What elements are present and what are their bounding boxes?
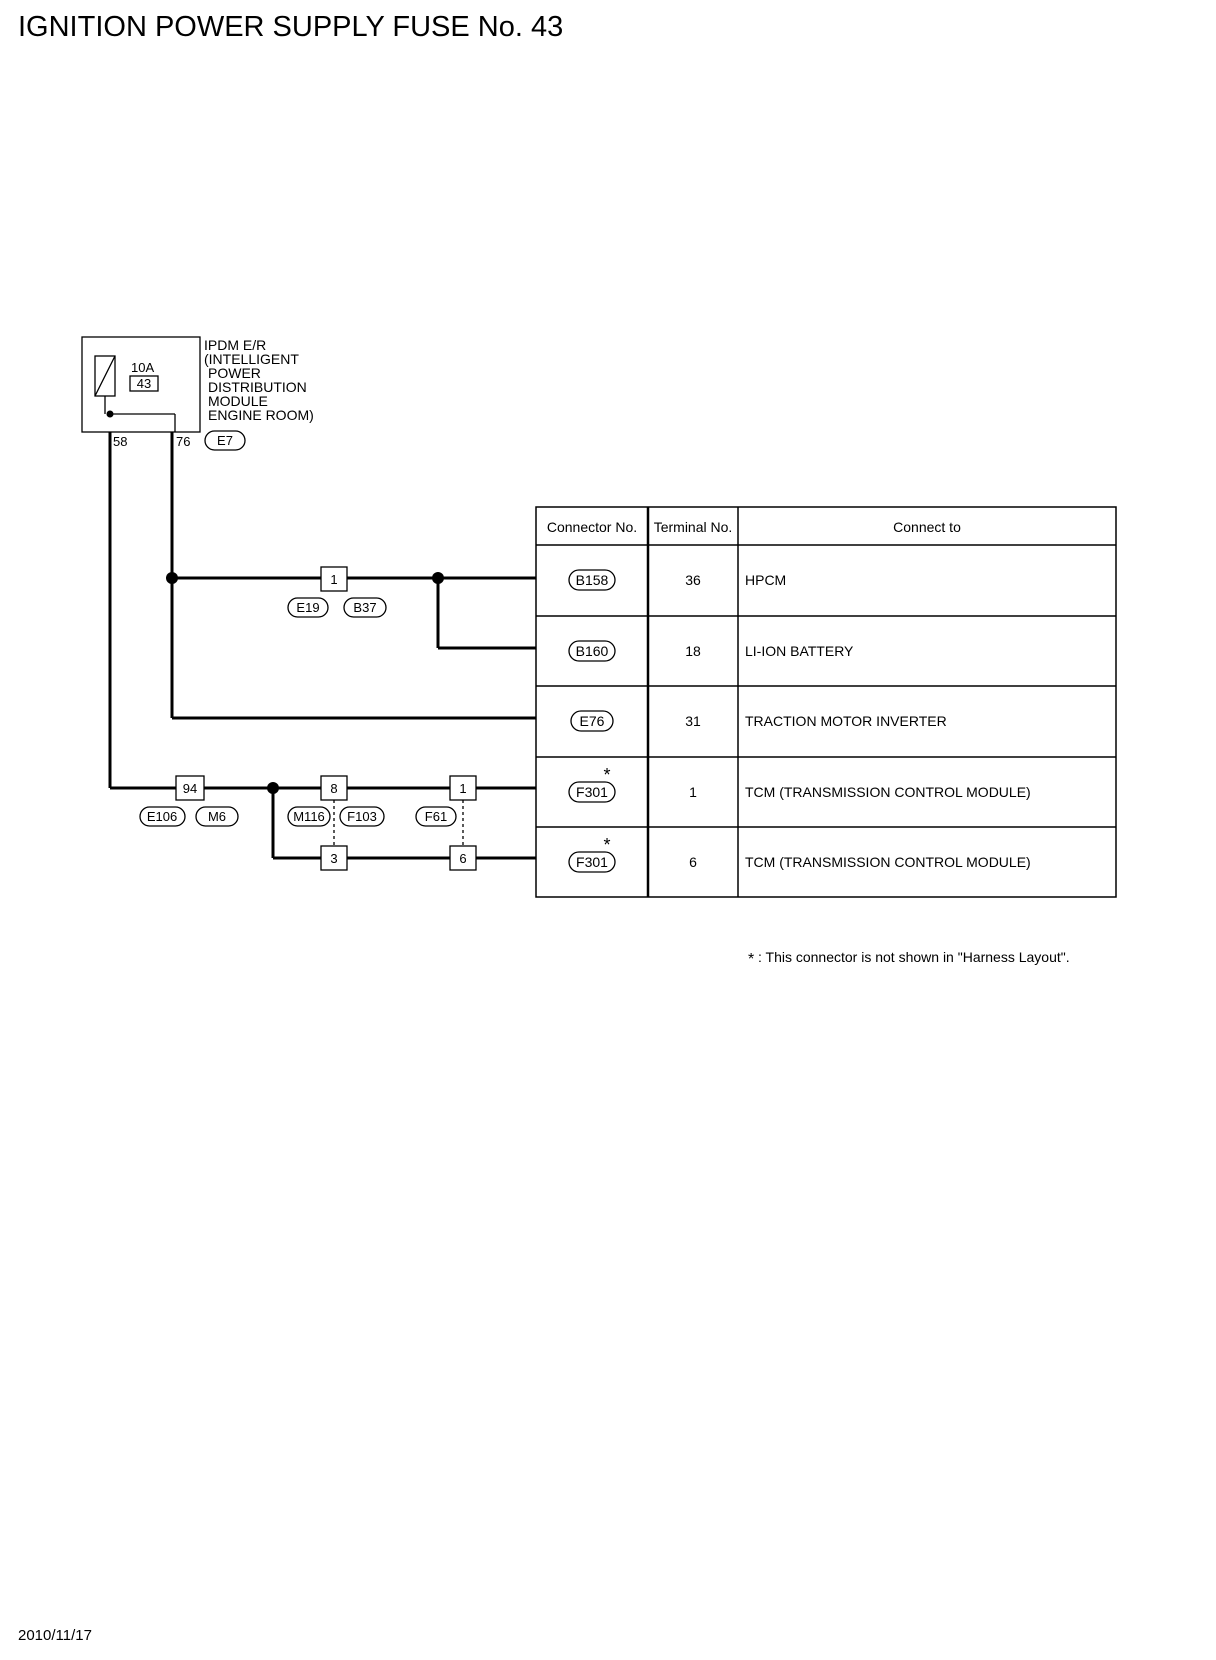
- wires-terminal-58: [108, 432, 536, 860]
- module-label-line-5: MODULE: [208, 393, 268, 409]
- table-row: * F301 1 TCM (TRANSMISSION CONTROL MODUL…: [568, 765, 1031, 803]
- row-connect-to: TCM (TRANSMISSION CONTROL MODULE): [745, 784, 1031, 800]
- connector-m6: [195, 806, 239, 827]
- row-connect-to: TRACTION MOTOR INVERTER: [745, 713, 947, 729]
- row-connector: F301: [576, 854, 608, 870]
- row-terminal: 1: [689, 784, 697, 800]
- connector-e106: [139, 806, 186, 827]
- module-label-line-6: ENGINE ROOM): [208, 407, 314, 423]
- junction-e106-pin: 94: [183, 781, 197, 796]
- row-connector: E76: [580, 713, 605, 729]
- table-row: E76 31 TRACTION MOTOR INVERTER: [570, 710, 947, 732]
- connector-b37: [343, 597, 387, 618]
- row-connector-pill: [568, 781, 616, 803]
- connector-e7-label: E7: [217, 433, 233, 448]
- connector-m6-label: M6: [208, 809, 226, 824]
- ipdm-module-box: [81, 336, 201, 433]
- row-connector: B158: [576, 572, 609, 588]
- junction-f61-pin-bottom: 6: [459, 851, 466, 866]
- row-connector-pill: [568, 569, 616, 591]
- connector-b37-label: B37: [353, 600, 376, 615]
- connector-e19: [287, 597, 329, 618]
- connector-e106-label: E106: [147, 809, 177, 824]
- row-connector-pill: [568, 851, 616, 873]
- row-star: *: [603, 835, 610, 855]
- junction-e19-pin: 1: [330, 572, 337, 587]
- junction-m116-pin-bottom: 3: [330, 851, 337, 866]
- fuse-rating: 10A: [131, 360, 154, 375]
- terminal-76: 76: [176, 434, 190, 449]
- splice-dot: [166, 572, 178, 584]
- connector-m116-label: M116: [293, 809, 325, 824]
- junction-m116-f103: 8 3 M116 F103: [287, 775, 385, 871]
- junction-f61: 1 6 F61: [415, 775, 477, 871]
- connector-m116: [287, 806, 331, 827]
- connector-f61: [415, 806, 457, 827]
- page-title: IGNITION POWER SUPPLY FUSE No. 43: [18, 11, 563, 43]
- row-connect-to: TCM (TRANSMISSION CONTROL MODULE): [745, 854, 1031, 870]
- table-header-terminal: Terminal No.: [654, 519, 733, 535]
- ipdm-module: 10A 43 IPDM E/R (INTELLIGENT POWER DISTR…: [81, 336, 314, 451]
- splice-dot: [106, 410, 114, 418]
- connector-f103-label: F103: [347, 809, 377, 824]
- row-connector-pill: [568, 640, 616, 662]
- row-connect-to: LI-ION BATTERY: [745, 643, 854, 659]
- footnote-text: : This connector is not shown in "Harnes…: [758, 949, 1070, 965]
- row-terminal: 18: [685, 643, 701, 659]
- connector-e7: [204, 430, 246, 451]
- fuse-number: 43: [137, 376, 151, 391]
- row-connector: F301: [576, 784, 608, 800]
- row-terminal: 6: [689, 854, 697, 870]
- row-terminal: 31: [685, 713, 701, 729]
- splice-dot: [267, 782, 279, 794]
- module-label-line-4: DISTRIBUTION: [208, 379, 307, 395]
- connector-e19-label: E19: [296, 600, 319, 615]
- module-label-line-2: (INTELLIGENT: [204, 351, 299, 367]
- row-connect-to: HPCM: [745, 572, 786, 588]
- connector-f61-label: F61: [425, 809, 447, 824]
- table-header-connector: Connector No.: [547, 519, 637, 535]
- connection-table: Connector No. Terminal No. Connect to B1…: [535, 506, 1117, 898]
- row-star: *: [603, 765, 610, 785]
- table-row: B158 36 HPCM: [568, 569, 786, 591]
- table-header-connect-to: Connect to: [893, 519, 961, 535]
- footnote-symbol: *: [748, 951, 754, 968]
- junction-e106-m6: 94 E106 M6: [139, 775, 239, 827]
- junction-f61-pin-top: 1: [459, 781, 466, 796]
- wires-terminal-76: [166, 432, 536, 720]
- terminal-58: 58: [113, 434, 127, 449]
- connector-f103: [339, 806, 385, 827]
- module-label-line-3: POWER: [208, 365, 261, 381]
- table-row: * F301 6 TCM (TRANSMISSION CONTROL MODUL…: [568, 835, 1031, 873]
- junction-m116-pin-top: 8: [330, 781, 337, 796]
- module-label-line-1: IPDM E/R: [204, 337, 266, 353]
- junction-e19-b37: 1 E19 B37: [287, 566, 387, 618]
- splice-dot: [432, 572, 444, 584]
- row-connector-pill: [570, 710, 614, 732]
- row-connector: B160: [576, 643, 609, 659]
- footnote: * : This connector is not shown in "Harn…: [748, 949, 1070, 968]
- row-terminal: 36: [685, 572, 701, 588]
- table-row: B160 18 LI-ION BATTERY: [568, 640, 854, 662]
- page-date: 2010/11/17: [18, 1627, 92, 1644]
